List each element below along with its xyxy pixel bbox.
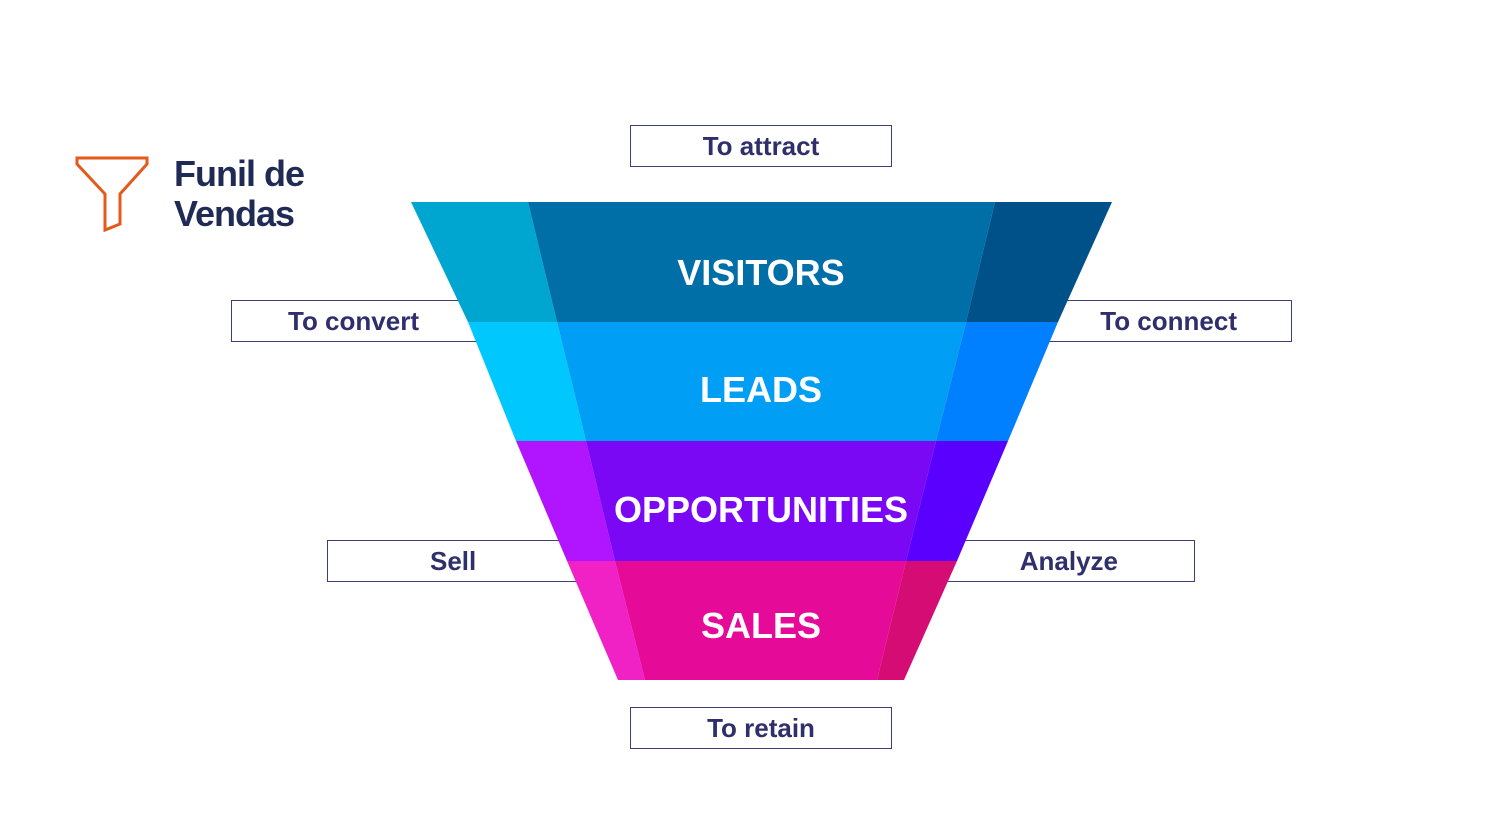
stage-visitors-right	[966, 202, 1112, 322]
action-box-top: To attract	[630, 125, 892, 167]
brand: Funil de Vendas	[74, 153, 305, 234]
stage-opportunities-left	[516, 441, 615, 561]
stage-leads-label: LEADS	[700, 369, 822, 410]
brand-title-line1: Funil de	[174, 153, 305, 194]
stage-leads-right	[936, 322, 1058, 441]
action-label-left-lower: Sell	[430, 545, 477, 576]
brand-title-line2: Vendas	[174, 193, 295, 234]
action-label-left-upper: To convert	[288, 305, 419, 336]
stage-visitors-mid	[528, 202, 995, 322]
stage-opportunities: OPPORTUNITIES	[516, 441, 1008, 561]
action-label-bottom: To retain	[707, 712, 815, 743]
action-label-right-upper: To connect	[1100, 305, 1237, 336]
action-box-right-lower: Analyze	[933, 540, 1195, 582]
stage-visitors: VISITORS	[411, 202, 1112, 322]
stage-visitors-left	[411, 202, 557, 322]
action-label-top: To attract	[702, 130, 820, 161]
funnel-icon	[75, 156, 149, 233]
stage-opportunities-right	[906, 441, 1008, 561]
action-box-bottom: To retain	[630, 707, 892, 749]
stage-visitors-label: VISITORS	[677, 252, 844, 293]
action-box-left-upper: To convert	[231, 300, 493, 342]
stage-sales-right	[877, 561, 957, 680]
stage-leads-left	[468, 322, 586, 441]
stage-sales: SALES	[567, 561, 957, 680]
stage-opportunities-label: OPPORTUNITIES	[614, 489, 908, 530]
action-box-right-upper: To connect	[1030, 300, 1292, 342]
stage-leads-mid	[557, 322, 966, 441]
stage-opportunities-mid	[586, 441, 936, 561]
action-box-left-lower: Sell	[327, 540, 589, 582]
stage-sales-left	[567, 561, 645, 680]
stage-leads: LEADS	[468, 322, 1058, 441]
brand-title: Funil de Vendas	[174, 153, 305, 234]
stage-sales-mid	[615, 561, 906, 680]
stage-sales-label: SALES	[701, 605, 821, 646]
action-label-right-lower: Analyze	[1019, 545, 1118, 576]
